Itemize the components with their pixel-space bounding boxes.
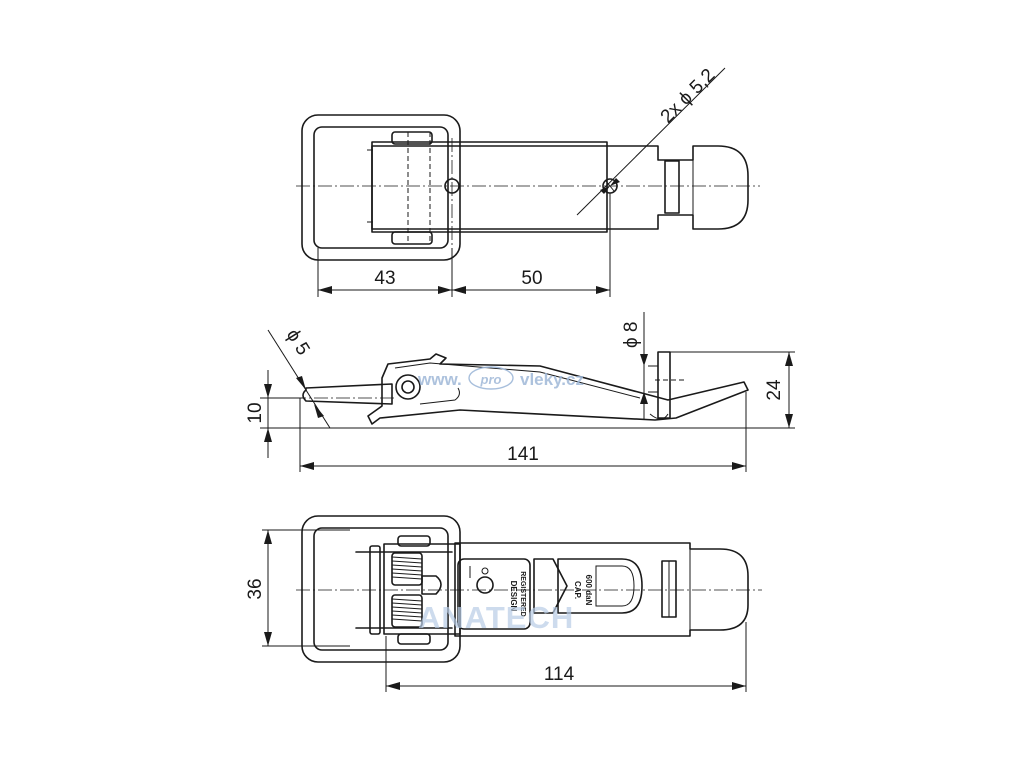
dim-pin-side: ϕ 8 [621,322,642,349]
spring-lower [391,594,423,628]
top-strap-outer [301,114,461,261]
top-view: 2x ϕ 5,2 43 50 [296,65,760,297]
dim-hole-side: ϕ 5 [282,326,314,360]
top-hinge-lower [391,231,433,245]
watermark-site: www. pro vleky.cz [417,366,584,390]
side-hook-bracket [657,351,671,419]
top-strap-inner [313,126,449,249]
side-view: 141 10 24 ϕ 5 ϕ 8 [245,312,795,472]
dim-43: 43 [374,268,395,289]
latch-slot [557,558,643,614]
bottom-view: DESIGN REGISTERED CAP. 600 daN 36 114 [245,515,762,692]
bottom-strap-outer [301,515,461,663]
cap-plate [533,558,568,614]
side-lever-body [367,353,749,425]
top-latch-body [371,145,749,230]
dim-hole-top: 2x ϕ 5,2 [657,65,720,128]
watermark-site-www: www. [417,370,462,389]
logo-mark [476,576,494,594]
dim-114: 114 [544,664,575,685]
cap-text-1: CAP. [573,581,582,599]
side-hinge-pin [401,380,415,394]
watermark-site-tag: pro [480,372,502,387]
dim-36: 36 [245,578,266,599]
watermark-site-name: vleky.cz [520,370,584,389]
cap-text-2: 600 daN [584,575,593,606]
spring-upper [391,552,423,586]
design-plate [457,558,531,630]
top-base-plate [371,141,608,233]
plate-text-1: DESIGN [509,581,518,612]
dim-141: 141 [507,444,539,465]
bottom-latch-body [454,542,749,637]
plate-text-2: REGISTERED [519,571,526,617]
dim-24: 24 [764,379,785,401]
bottom-strap-inner [313,527,449,651]
top-slot [664,160,680,214]
side-strap [302,383,393,405]
top-hinge-upper [391,131,433,145]
dim-10: 10 [245,402,266,423]
dim-50: 50 [521,268,542,289]
side-hinge-outer [395,374,421,400]
watermark-brand: ANATECH [418,600,574,635]
